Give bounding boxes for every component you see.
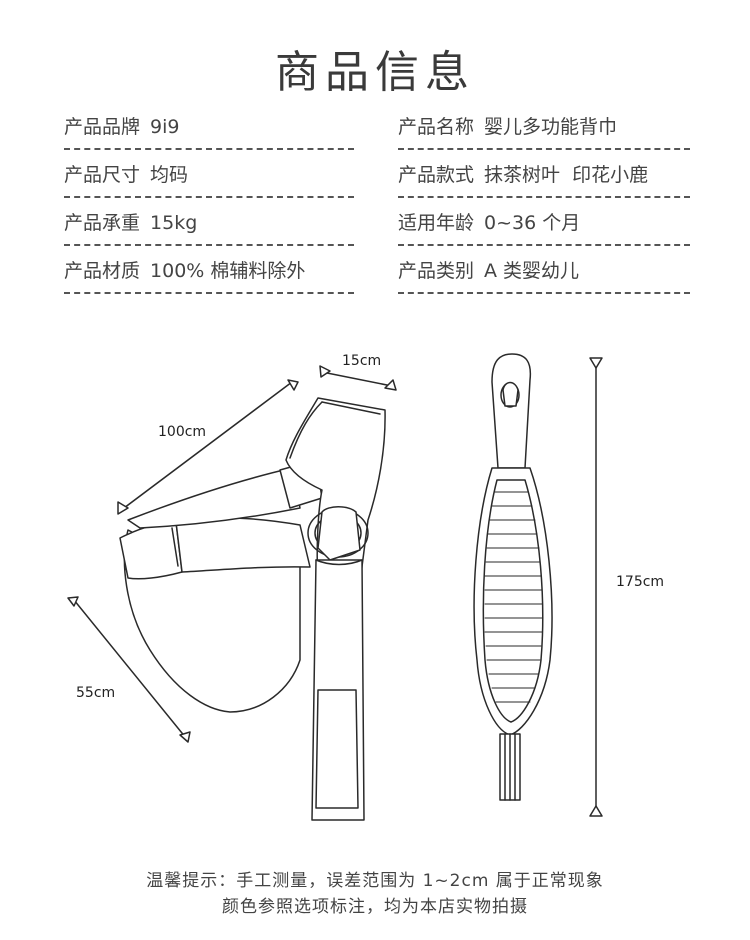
spec-size: 产品尺寸均码 <box>64 160 354 198</box>
length-dimension-line <box>123 381 293 509</box>
spec-name: 产品名称婴儿多功能背巾 <box>398 112 690 150</box>
spec-category: 产品类别 A 类婴幼儿 <box>398 256 690 294</box>
front-view-top <box>491 353 532 469</box>
spec-category-label: 产品类别 <box>398 260 475 282</box>
note-line-2: 颜色参照选项标注，均为本店实物拍摄 <box>222 897 528 917</box>
spec-size-value: 均码 <box>150 164 189 186</box>
depth-dimension-label: 55cm <box>76 685 115 701</box>
height-dimension-label: 175cm <box>616 574 664 590</box>
depth-dimension-line <box>73 599 187 739</box>
spec-material-label: 产品材质 <box>64 260 141 282</box>
spec-name-label: 产品名称 <box>398 116 475 138</box>
width-dimension-label: 15cm <box>342 353 381 369</box>
spec-load-value: 15kg <box>150 212 198 234</box>
length-dimension-label: 100cm <box>158 424 206 440</box>
spec-age-value: 0~36 个月 <box>484 212 581 234</box>
product-drawing: 15cm 100cm 55cm 175cm <box>67 353 664 821</box>
spec-age: 适用年龄 0~36 个月 <box>398 208 690 246</box>
spec-material-value: 100% 棉辅料除外 <box>150 260 306 282</box>
front-view-stripes <box>484 491 543 703</box>
note-line-1: 温馨提示：手工测量，误差范围为 1~2cm 属于正常现象 <box>146 871 604 891</box>
spec-brand-label: 产品品牌 <box>64 116 141 138</box>
spec-style-value: 抹茶树叶 印花小鹿 <box>484 164 649 186</box>
spec-style-label: 产品款式 <box>398 164 475 186</box>
spec-brand: 产品品牌 9i9 <box>64 112 354 150</box>
spec-size-label: 产品尺寸 <box>64 164 141 186</box>
spec-load-label: 产品承重 <box>64 212 141 234</box>
spec-load: 产品承重 15kg <box>64 208 354 246</box>
page-title: 商品信息 <box>275 47 475 98</box>
spec-name-value: 婴儿多功能背巾 <box>484 116 618 138</box>
width-dimension-line <box>321 371 393 387</box>
spec-style: 产品款式抹茶树叶 印花小鹿 <box>398 160 690 198</box>
spec-material: 产品材质 100% 棉辅料除外 <box>64 256 354 294</box>
spec-age-label: 适用年龄 <box>398 212 475 234</box>
spec-category-value: A 类婴幼儿 <box>484 260 580 282</box>
spec-brand-value: 9i9 <box>150 116 180 138</box>
